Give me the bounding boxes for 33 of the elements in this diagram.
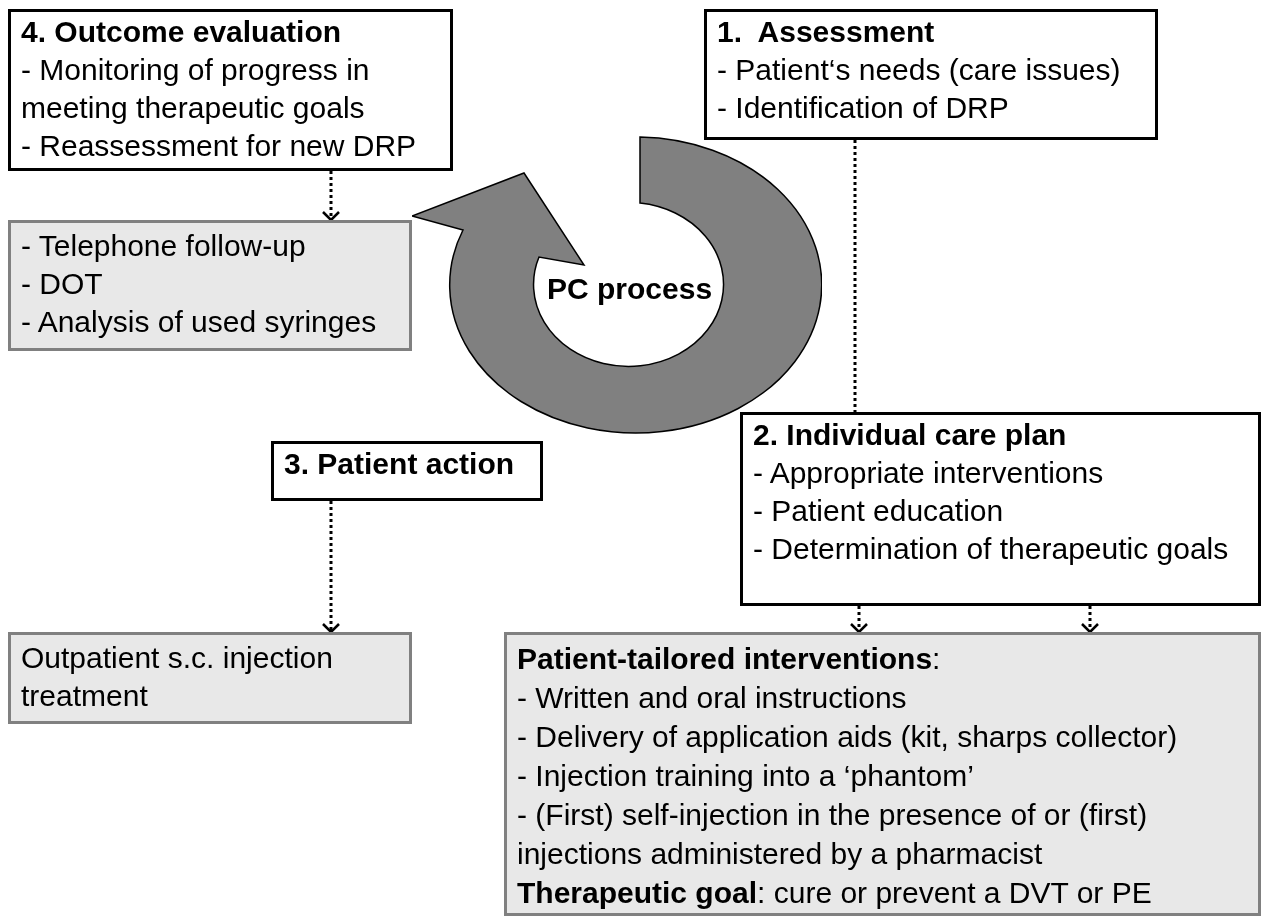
dotted-arrow	[321, 501, 341, 634]
text-line: - Telephone follow-up	[21, 228, 307, 264]
step-box	[740, 412, 1261, 606]
text-line: Therapeutic goal: cure or prevent a DVT or PE	[517, 875, 1153, 911]
text-line: - Appropriate interventions	[753, 455, 1105, 491]
text-line: - Reassessment for new DRP	[21, 128, 418, 164]
step-heading: 4. Outcome evaluation	[21, 14, 343, 50]
dotted-arrow	[849, 606, 869, 634]
text-line: - Patient education	[753, 493, 1005, 529]
text-line: - Delivery of application aids (kit, sharps collector)	[517, 719, 1179, 755]
text-line: - DOT	[21, 266, 104, 302]
step-heading: 2. Individual care plan	[753, 417, 1068, 453]
dotted-arrow	[321, 171, 341, 222]
step-box	[271, 441, 543, 501]
text-line: - (First) self-injection in the presence of or (first) injections administered by a pharmacist	[517, 797, 1149, 872]
text-line: Patient-tailored interventions:	[517, 641, 942, 677]
detail-box	[504, 632, 1261, 916]
text-line: Outpatient s.c. injection treatment	[21, 640, 334, 714]
step-heading: 1. Assessment	[717, 14, 936, 50]
detail-box	[8, 632, 412, 724]
step-box	[704, 9, 1158, 140]
text-line: - Monitoring of progress in meeting therapeutic goals	[21, 52, 371, 126]
text-line: - Injection training into a ‘phantom’	[517, 758, 975, 794]
text-line: - Identification of DRP	[717, 90, 1010, 126]
text-line: - Written and oral instructions	[517, 680, 908, 716]
cycle-label: PC process	[547, 271, 713, 307]
text-line: - Analysis of used syringes	[21, 304, 378, 340]
text-line: - Determination of therapeutic goals	[753, 531, 1230, 567]
dotted-arrow	[1080, 606, 1100, 634]
step-box	[8, 9, 453, 171]
detail-box	[8, 220, 412, 351]
text-line: - Patient‘s needs (care issues)	[717, 52, 1122, 88]
step-heading: 3. Patient action	[284, 446, 516, 482]
